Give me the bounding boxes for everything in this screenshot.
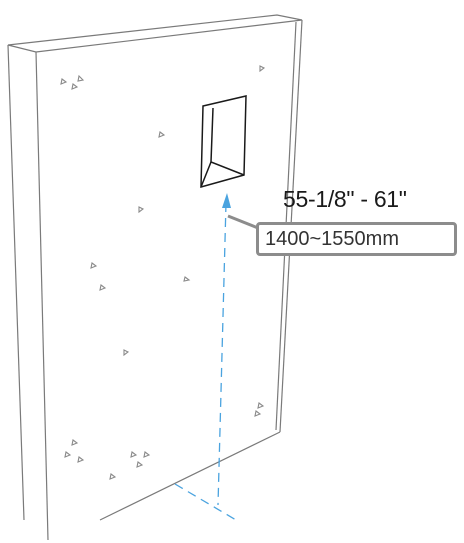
- wall-left-edge: [7, 44, 25, 521]
- height-dimension: [174, 193, 237, 521]
- anchor-mark: [254, 410, 262, 417]
- metric-height-box: 1400~1550mm: [256, 222, 457, 256]
- anchor-mark: [123, 349, 130, 357]
- wall-box-inner-floor: [200, 161, 212, 188]
- wall-box-recess: [200, 95, 247, 188]
- anchor-mark: [90, 262, 98, 269]
- anchor-mark: [259, 65, 266, 73]
- label-leader: [227, 214, 259, 230]
- anchor-mark: [138, 206, 145, 214]
- anchor-mark: [77, 456, 85, 463]
- floor-line: [99, 431, 281, 521]
- anchor-mark: [71, 439, 79, 446]
- wall-top-face: [7, 14, 303, 53]
- imperial-height-label: 55-1/8" - 61": [283, 186, 407, 212]
- anchor-mark: [99, 284, 107, 291]
- dimension-line: [217, 202, 227, 506]
- anchor-mark: [64, 451, 72, 458]
- wall-panel: [7, 14, 303, 541]
- dimension-arrow-icon: [222, 193, 231, 208]
- metric-height-label: 1400~1550mm: [265, 228, 399, 250]
- anchor-mark: [77, 74, 85, 82]
- anchor-mark: [257, 402, 265, 409]
- anchor-mark: [109, 473, 117, 480]
- floor-reference-line: [174, 483, 237, 521]
- wall-front-left-edge: [35, 51, 49, 541]
- wall-box-inner-edge: [210, 107, 245, 176]
- anchor-mark: [136, 461, 144, 468]
- anchor-mark: [143, 451, 151, 458]
- anchor-mark: [158, 131, 166, 138]
- anchor-mark: [71, 83, 79, 90]
- anchor-marks: [60, 65, 266, 480]
- anchor-mark: [60, 78, 68, 85]
- anchor-mark: [183, 276, 191, 282]
- anchor-mark: [130, 451, 138, 458]
